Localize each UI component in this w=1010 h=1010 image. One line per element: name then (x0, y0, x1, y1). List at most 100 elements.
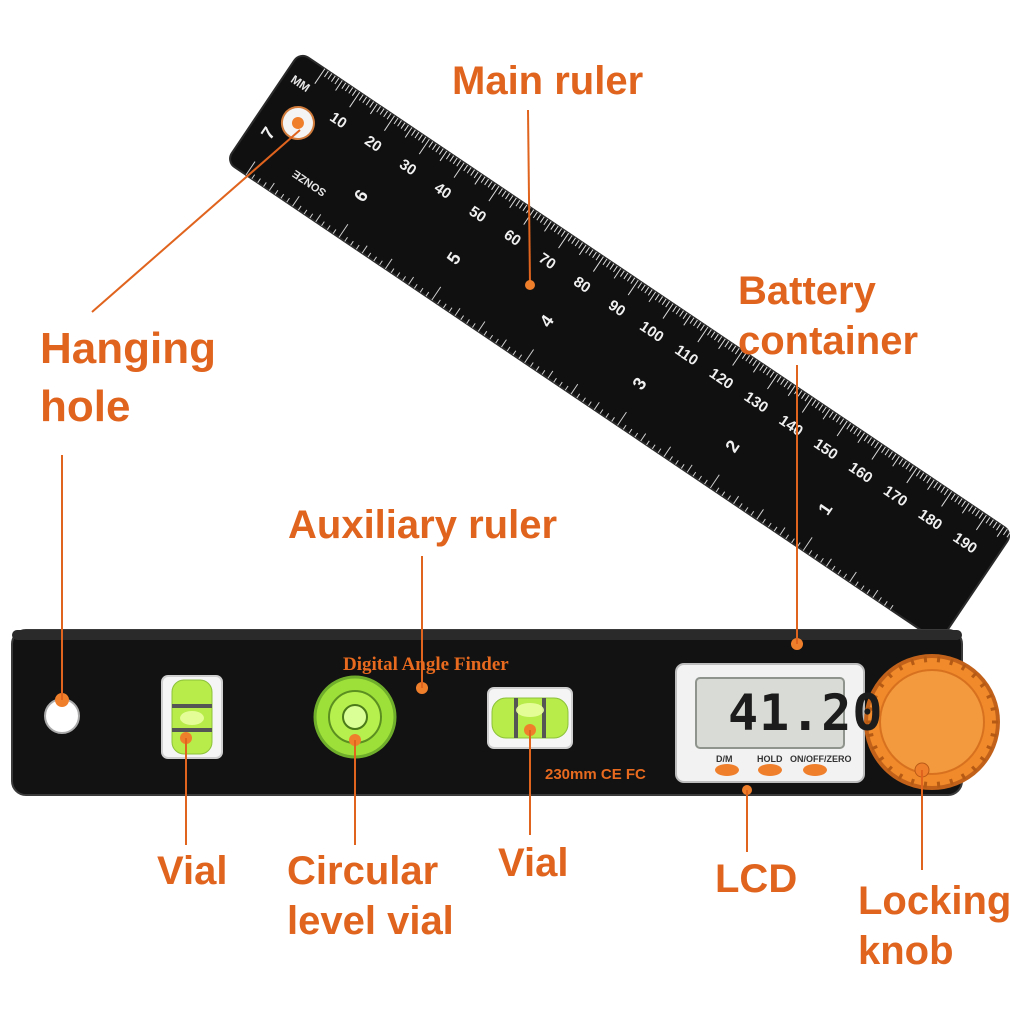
ruler-fraction-tick (263, 182, 267, 187)
ruler-tick (732, 350, 744, 366)
ruler-fraction-tick (622, 424, 627, 430)
ruler-tick (915, 470, 921, 477)
ruler-tick (856, 430, 862, 437)
ruler-tick (362, 96, 368, 104)
onoff-zero-button[interactable] (803, 764, 827, 776)
ruler-tick (393, 117, 399, 125)
ruler-tick (501, 190, 507, 197)
ruler-tick (414, 131, 420, 139)
ruler-tick (358, 94, 364, 101)
ruler-tick (452, 157, 458, 165)
ruler-tick (351, 89, 357, 96)
knob-ridge (910, 658, 915, 666)
knob-ridge (960, 773, 967, 780)
ruler-fraction-tick (686, 464, 693, 473)
ruler-fraction-tick (808, 550, 813, 555)
ruler-tick (933, 481, 939, 489)
knob-ridge (897, 773, 904, 780)
ruler-tick (539, 216, 545, 223)
ruler-fraction-tick (715, 487, 720, 493)
ruler-fraction-tick (802, 537, 813, 551)
ruler-tick (348, 87, 354, 94)
ruler-fraction-tick (599, 409, 604, 414)
ruler-fraction-tick (820, 557, 824, 563)
knob-ridge (990, 706, 997, 711)
ruler-mm-label: 90 (605, 297, 628, 320)
ruler-tick (473, 171, 479, 179)
ruler-tick (881, 446, 886, 453)
ruler-fraction-tick (315, 214, 322, 223)
ruler-fraction-tick (344, 236, 348, 242)
ruler-tick (968, 505, 973, 512)
ruler-fraction-tick (773, 526, 778, 532)
ruler-fraction-tick (617, 411, 627, 426)
ruler-tick (954, 495, 960, 503)
ruler-tick (905, 463, 911, 470)
ruler-fraction-tick (605, 413, 610, 418)
ruler-tick (558, 232, 570, 249)
ruler-tick (693, 319, 698, 327)
ruler-tick (689, 317, 695, 324)
ruler-fraction-tick (396, 272, 401, 277)
locking-knob[interactable] (864, 654, 1000, 790)
ruler-tick (700, 324, 705, 331)
ruler-tick (811, 399, 817, 407)
knob-ridge (871, 693, 878, 699)
ruler-fraction-tick (321, 221, 325, 227)
main-ruler: 1020304050607080901001101201301401501601… (229, 54, 1010, 640)
ruler-tick (661, 298, 667, 306)
ruler-tick (902, 460, 907, 468)
ruler-tick (574, 239, 580, 247)
ruler-tick (491, 183, 496, 190)
ruler-ticks (314, 68, 1010, 540)
lcd-reading: 41.20 (728, 684, 884, 742)
ruler-tick (588, 249, 594, 256)
ruler-tick (996, 524, 1001, 531)
ruler-tick (818, 404, 824, 411)
ruler-fraction-tick (402, 276, 406, 281)
ruler-tick (992, 521, 998, 529)
ruler-mm-label: 60 (501, 226, 524, 249)
ruler-tick (832, 413, 838, 421)
ruler-tick (376, 106, 381, 113)
label-vial-left: Vial (157, 849, 228, 893)
ruler-fraction-tick (860, 585, 865, 591)
ruler-tick (908, 465, 914, 472)
ruler-fraction-tick (825, 558, 832, 567)
ruler-tick (996, 526, 1005, 537)
ruler-fraction-tick (268, 182, 275, 191)
lcd-button-label-zero: ON/OFF/ZERO (790, 754, 852, 764)
ruler-tick (515, 200, 521, 207)
ruler-tick (344, 84, 350, 92)
ruler-tick (487, 181, 493, 188)
ruler-tick (836, 420, 848, 437)
ruler-fraction-tick (442, 303, 447, 309)
ruler-fraction-tick (675, 460, 679, 465)
ruler-tick (369, 103, 378, 115)
ruler-tick (470, 169, 476, 176)
ruler-tick (386, 113, 392, 120)
ruler-tick (397, 120, 402, 127)
ruler-fraction-tick (785, 534, 789, 540)
knob-ridge (910, 778, 915, 786)
ruler-tick (888, 451, 893, 458)
ruler-fraction-tick (448, 307, 453, 313)
ruler-tick (463, 164, 469, 172)
ruler-tick (613, 268, 622, 279)
ruler-tick (341, 82, 347, 89)
knob-ridge (971, 765, 978, 773)
ruler-tick (971, 507, 977, 515)
ruler-tick (975, 510, 980, 517)
ruler-tick (835, 416, 841, 423)
hold-button[interactable] (758, 764, 782, 776)
ruler-tick (926, 477, 932, 484)
ruler-tick (509, 197, 517, 209)
ruler-fraction-tick (303, 209, 308, 215)
ruler-tick (767, 373, 778, 390)
ruler-fraction-tick (744, 507, 749, 512)
ruler-fraction-tick (843, 573, 848, 579)
dm-button[interactable] (715, 764, 739, 776)
ruler-tick (804, 394, 810, 402)
ruler-fraction-tick (286, 197, 290, 203)
